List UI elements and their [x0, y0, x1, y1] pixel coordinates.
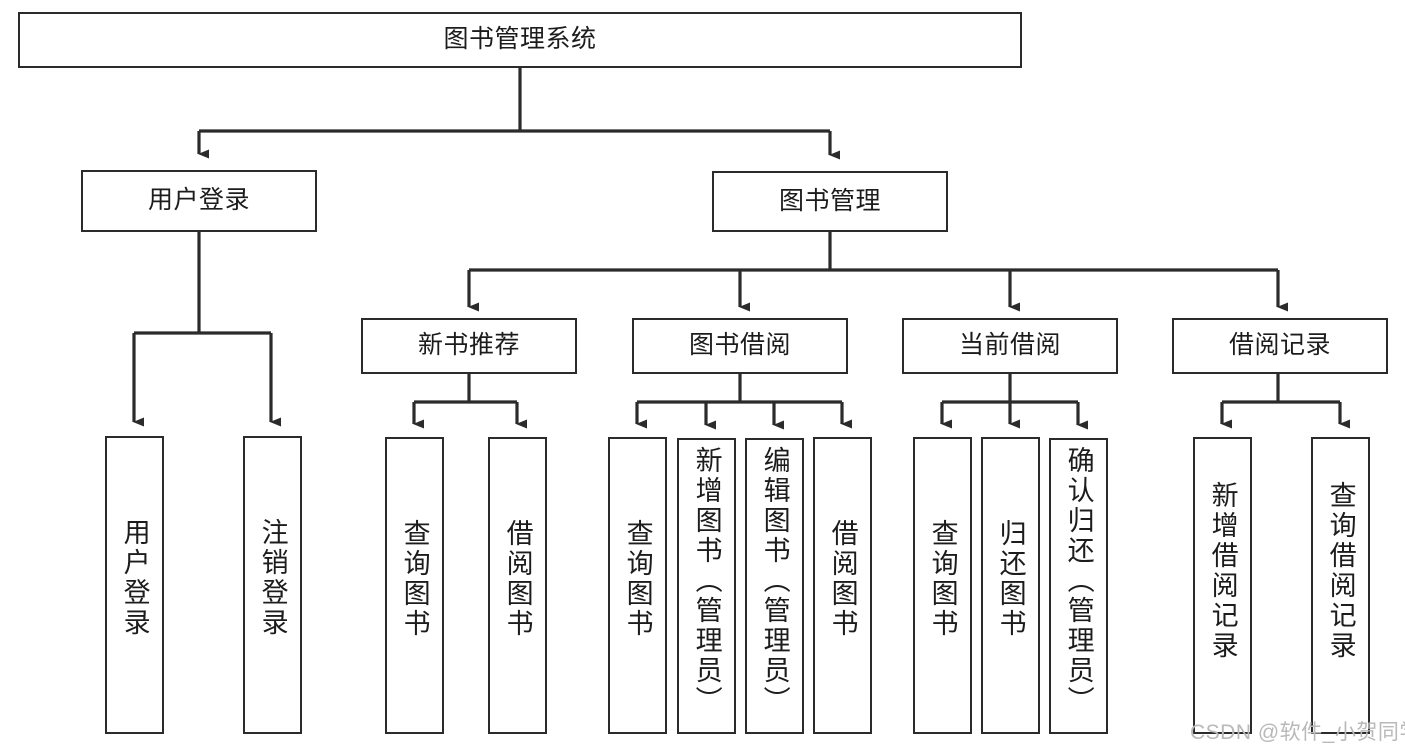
node-user-login[interactable]: 用户登录 — [81, 170, 317, 232]
node-leaf-return-book[interactable]: 归还图书 — [981, 437, 1040, 734]
node-leaf-edit-book-admin-label: 编辑图书（管理员） — [759, 446, 790, 716]
node-borrow-record-label: 借阅记录 — [1228, 331, 1331, 360]
node-leaf-logout-login[interactable]: 注销登录 — [243, 436, 302, 734]
node-leaf-confirm-return-admin-label: 确认归还（管理员） — [1063, 446, 1094, 716]
node-leaf-query-borrow-record[interactable]: 查询借阅记录 — [1311, 437, 1370, 734]
node-leaf-add-book-admin[interactable]: 新增图书（管理员） — [677, 438, 736, 734]
node-book-borrow[interactable]: 图书借阅 — [632, 318, 848, 374]
node-leaf-add-borrow-record[interactable]: 新增借阅记录 — [1193, 437, 1252, 734]
node-leaf-query-book-2[interactable]: 查询图书 — [608, 437, 667, 734]
node-leaf-user-login[interactable]: 用户登录 — [105, 436, 164, 734]
node-leaf-query-book-2-label: 查询图书 — [622, 519, 653, 639]
node-leaf-borrow-book-1[interactable]: 借阅图书 — [488, 437, 547, 734]
node-book-borrow-label: 图书借阅 — [688, 331, 791, 360]
node-leaf-query-book-1-label: 查询图书 — [399, 519, 430, 639]
node-current-borrow-label: 当前借阅 — [958, 331, 1061, 360]
node-leaf-query-book-3-label: 查询图书 — [927, 519, 958, 639]
node-leaf-confirm-return-admin[interactable]: 确认归还（管理员） — [1049, 438, 1108, 734]
node-user-login-label: 用户登录 — [147, 186, 250, 215]
node-borrow-record[interactable]: 借阅记录 — [1172, 318, 1388, 374]
node-leaf-add-borrow-record-label: 新增借阅记录 — [1207, 481, 1238, 661]
node-leaf-edit-book-admin[interactable]: 编辑图书（管理员） — [745, 438, 804, 734]
node-leaf-return-book-label: 归还图书 — [995, 519, 1026, 639]
node-current-borrow[interactable]: 当前借阅 — [902, 318, 1118, 374]
csdn-watermark: CSDN @软件_小贺同学 — [1190, 721, 1405, 744]
node-leaf-add-book-admin-label: 新增图书（管理员） — [691, 446, 722, 716]
node-book-management-label: 图书管理 — [778, 186, 881, 215]
node-leaf-query-book-3[interactable]: 查询图书 — [913, 437, 972, 734]
node-book-management[interactable]: 图书管理 — [712, 171, 948, 232]
node-leaf-query-borrow-record-label: 查询借阅记录 — [1325, 481, 1356, 661]
node-leaf-query-book-1[interactable]: 查询图书 — [385, 437, 444, 734]
node-leaf-borrow-book-2[interactable]: 借阅图书 — [813, 437, 872, 734]
node-leaf-borrow-book-1-label: 借阅图书 — [502, 519, 533, 639]
node-root-label: 图书管理系统 — [443, 25, 597, 54]
node-leaf-user-login-label: 用户登录 — [119, 518, 150, 638]
node-leaf-logout-login-label: 注销登录 — [257, 518, 288, 638]
node-new-book-recommend[interactable]: 新书推荐 — [361, 318, 577, 374]
node-leaf-borrow-book-2-label: 借阅图书 — [827, 519, 858, 639]
node-root[interactable]: 图书管理系统 — [18, 12, 1022, 68]
node-new-book-recommend-label: 新书推荐 — [417, 331, 520, 360]
